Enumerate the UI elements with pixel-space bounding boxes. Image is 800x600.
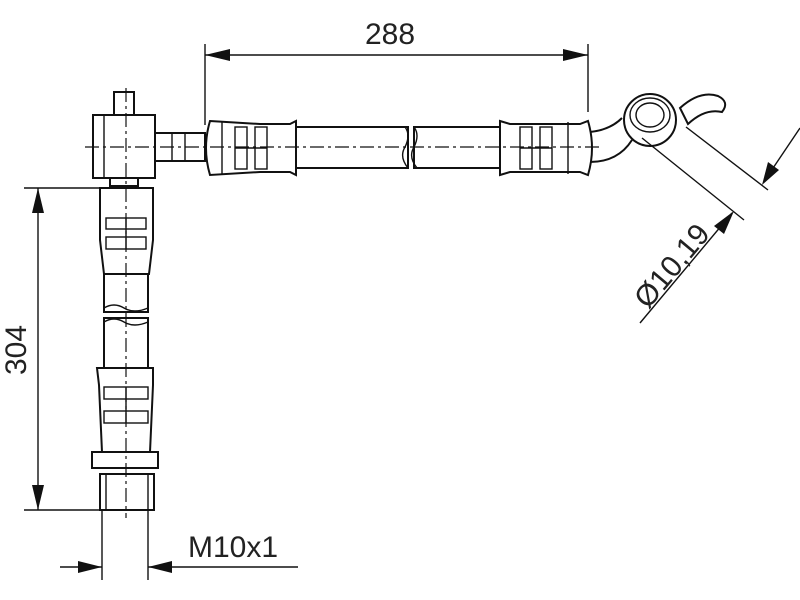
dimension-label-diameter: Ø10,19 <box>628 218 717 315</box>
dimension-label-304: 304 <box>0 325 33 375</box>
vertical-hose <box>91 187 159 511</box>
horizontal-hose <box>205 119 593 177</box>
elbow-fitting <box>92 91 206 187</box>
dimension-288: 288 <box>204 18 589 125</box>
banjo-fitting: Ø10,19 <box>589 93 800 324</box>
dimension-thread: M10x1 <box>60 505 298 580</box>
dimension-label-288: 288 <box>365 18 415 51</box>
dimension-label-thread: M10x1 <box>188 531 278 564</box>
dimension-304: 304 <box>0 187 104 511</box>
